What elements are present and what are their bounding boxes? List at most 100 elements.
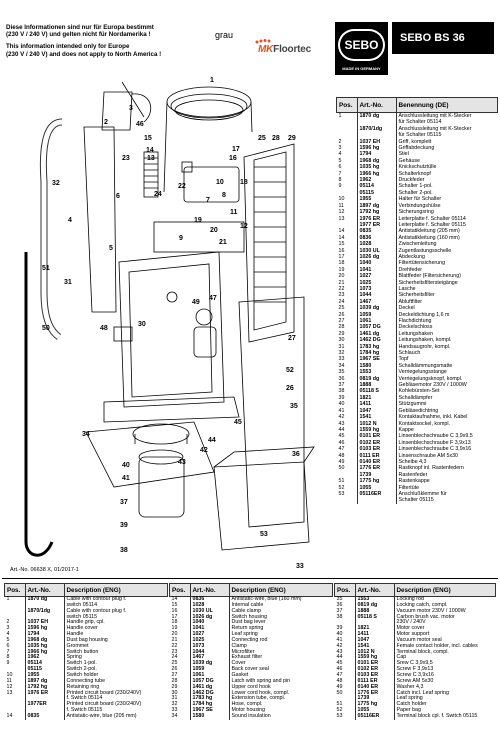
part-description: switch 05114 [66,601,98,608]
part-description: Rastenfeder [398,471,428,478]
diagram-label-20: 20 [210,227,218,234]
part-art-no: 1041 [357,266,397,274]
notice-en-line2: (230 V / 240 V) and does not apply to No… [6,50,162,58]
part-art-no: 1012 N [355,649,395,656]
part-art-no: 0101 ER [357,433,397,440]
part-art-no: 1580 [357,362,397,370]
part-pos: 13 [4,690,26,697]
part-art-no: 1059 [190,666,230,673]
part-description: Griffabdeckung [398,145,435,152]
part-pos: 33 [336,356,358,363]
part-pos: 48 [334,678,356,685]
part-description: Vacuum motor seal [396,636,442,643]
dealer-name: Floortec [273,44,312,55]
part-pos: 40 [334,631,356,638]
part-art-no: 1541 [357,414,397,421]
part-pos: 14 [336,234,358,242]
part-art-no: 0103 ER [355,672,395,679]
part-pos: 17 [169,614,191,621]
part-art-no: 1026 dg [357,253,397,261]
diagram-label-46: 46 [136,121,144,128]
diagram-label-24: 24 [154,191,162,198]
part-pos: 5 [4,637,26,644]
dealer-logo: MKFloortec [255,39,312,55]
part-pos: 32 [336,350,358,357]
part-art-no: 0102 ER [357,439,397,447]
notice-de-line2: (230 V / 240 V) und gelten nicht für Nor… [6,31,151,39]
part-art-no [355,620,395,627]
part-pos: 2 [336,138,358,146]
part-pos: 37 [334,608,356,615]
part-description: Leiterplatte f. Schalter 05115 [398,221,466,228]
part-art-no: 1553 [357,369,397,376]
part-art-no: 1027 [357,273,397,280]
diagram-label-10: 10 [216,179,224,186]
part-description: Antistatic-wire, blue (205 mm) [66,712,137,719]
part-pos: 34 [169,713,191,720]
header-pos: Pos. [4,583,26,597]
part-pos [336,189,358,197]
model-title: SEBO BS 36 [392,22,494,54]
part-art-no: 1411 [355,631,395,638]
part-art-no: 1073 [357,285,397,293]
part-pos: 19 [169,625,191,633]
part-pos: 50 [334,690,356,697]
part-art-no: 0140 ER [355,684,395,691]
part-description: Filtertütensicherung [398,260,446,267]
diagram-label-40: 40 [122,462,130,469]
part-description: Verbindungshülse [398,202,441,209]
part-art-no: 1794 [357,151,397,158]
part-art-no: 05118 S [355,614,395,621]
brand-name: SEBO [344,38,378,52]
part-description: Antistatikleitung (205 mm) [398,228,460,235]
part-description: Anschlussleitung mit K-Stecker [398,113,472,119]
part-description: Spring [66,654,82,661]
part-description: Printed circuit board (230/240V) [66,701,142,708]
part-pos: 47 [334,672,356,679]
table-row: f. Switch 05114 [4,695,168,703]
part-pos: 23 [169,649,191,656]
part-description: Locking rod [396,596,424,602]
part-art-no: 1955 [357,196,397,203]
part-art-no: 1039 dg [190,660,230,668]
part-art-no: 1467 [190,655,230,662]
part-pos: 47 [336,446,358,453]
part-art-no [357,119,397,126]
part-description: Latch with spring and pin [231,677,291,684]
diagram-label-50: 50 [42,325,50,332]
diagram-label-33: 33 [296,563,304,570]
part-pos: 19 [336,266,358,274]
part-description: Kappe [398,426,414,433]
part-description: Upper cord hook [231,683,271,690]
part-pos: 48 [336,452,358,459]
part-pos [4,708,26,714]
part-pos: 21 [169,637,191,644]
diagram-label-53: 53 [260,531,268,538]
part-description: Linsenblechschraube C 3,9x16 [398,446,472,453]
part-pos: 8 [336,177,358,184]
